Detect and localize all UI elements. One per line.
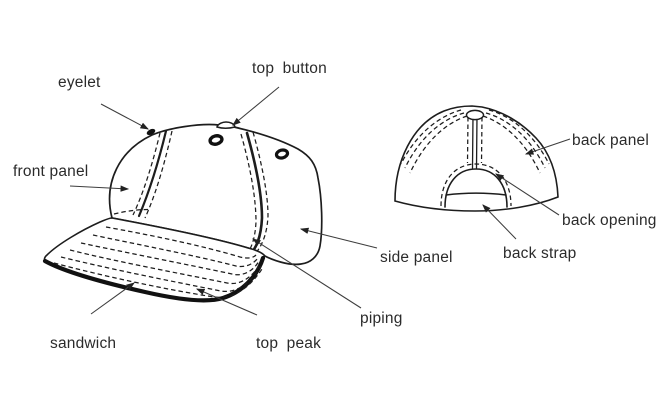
top-button — [216, 121, 236, 129]
back-strap-band — [445, 192, 507, 196]
peak-stitch-4 — [69, 249, 261, 285]
leader-side-panel — [299, 227, 378, 249]
leader-back-strap — [482, 204, 517, 240]
peak-stitch-1 — [105, 226, 257, 259]
leader-sandwich — [90, 282, 135, 315]
cap-back-view-illustration — [394, 105, 559, 212]
label-back-panel: back panel — [572, 132, 649, 149]
back-right-seam-stitch-3 — [488, 109, 550, 165]
sandwich-edge — [42, 255, 266, 303]
back-center-seam-stitch-right — [480, 116, 483, 164]
cap-side-view-illustration — [42, 121, 323, 303]
back-center-seam — [471, 115, 478, 169]
peak-stitch-6 — [53, 262, 263, 298]
leader-front-panel — [69, 185, 130, 192]
part-labels: eyelet top button front panel side panel… — [13, 60, 657, 352]
label-front-panel: front panel — [13, 163, 88, 180]
eyelet-edge-mark — [146, 128, 156, 136]
label-back-opening: back opening — [562, 212, 657, 229]
piping-seam — [245, 131, 264, 257]
back-opening-stitch — [440, 163, 512, 207]
crown-bottom-stitch — [113, 208, 151, 215]
leader-arrows — [69, 86, 571, 316]
label-top-peak: top peak — [256, 335, 321, 352]
label-back-strap: back strap — [503, 245, 577, 262]
front-seam — [137, 129, 168, 218]
piping-stitch-left — [240, 133, 257, 256]
leader-eyelet — [100, 103, 149, 130]
leader-back-opening — [495, 173, 560, 216]
label-eyelet: eyelet — [58, 74, 101, 91]
leader-piping — [252, 238, 362, 309]
leader-back-panel — [524, 138, 571, 155]
label-piping: piping — [360, 310, 403, 327]
peak-stitch-5 — [60, 256, 262, 293]
label-sandwich: sandwich — [50, 335, 116, 352]
label-top-button: top button — [252, 60, 327, 77]
eyelet-hole-right — [274, 148, 290, 160]
back-center-seam-stitch-left — [466, 116, 469, 164]
label-side-panel: side panel — [380, 249, 453, 266]
back-left-seam-stitch-3 — [400, 109, 462, 165]
peak-stitch-2 — [92, 234, 259, 268]
front-seam-stitch-left — [132, 132, 161, 216]
back-top-button — [465, 109, 485, 121]
leader-top-peak — [195, 288, 258, 316]
peak-stitch-3 — [80, 242, 260, 276]
eyelet-hole-left — [208, 134, 224, 146]
leader-top-button — [232, 86, 280, 126]
back-opening-arch — [444, 168, 508, 208]
front-seam-stitch-right — [144, 130, 173, 219]
